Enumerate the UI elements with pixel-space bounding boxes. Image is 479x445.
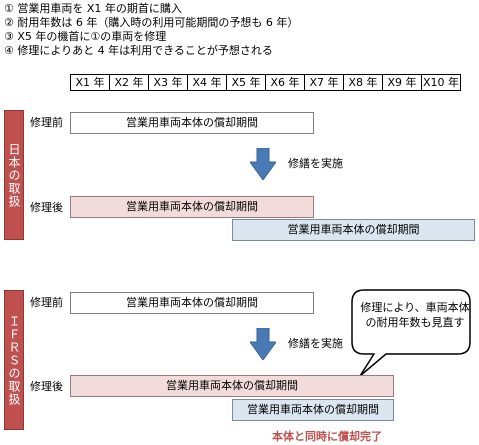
callout-bubble: [351, 289, 471, 377]
japan-down-arrow-icon: [250, 148, 276, 180]
ifrs-side-label-text: ＩＦＲＳの取扱: [7, 314, 21, 406]
year-cell-x9: X9 年: [382, 74, 422, 91]
year-cell-x5: X5 年: [226, 74, 266, 91]
note-1: ① 営業用車両を X1 年の期首に購入: [4, 2, 182, 15]
year-cell-x7: X7 年: [304, 74, 344, 91]
year-cell-x4: X4 年: [187, 74, 227, 91]
note-4: ④ 修理によりあと 4 年は利用できることが予想される: [4, 44, 273, 57]
year-cell-x1: X1 年: [70, 74, 110, 91]
japan-before-label: 修理前: [30, 116, 63, 129]
japan-side-label: 日本の取扱: [4, 110, 24, 240]
ifrs-bar-after-1: 営業用車両本体の償却期間: [70, 375, 394, 397]
japan-bar-before: 営業用車両本体の償却期間: [70, 112, 314, 134]
ifrs-arrow-label: 修繕を実施: [288, 337, 343, 350]
ifrs-bar-before: 営業用車両本体の償却期間: [70, 292, 314, 314]
ifrs-bar-after-2: 営業用車両本体の償却期間: [232, 399, 394, 421]
year-cell-x2: X2 年: [109, 74, 149, 91]
note-2: ② 耐用年数は 6 年（購入時の利用可能期間の予想も 6 年）: [4, 16, 299, 29]
ifrs-after-label: 修理後: [30, 380, 63, 393]
japan-arrow-label: 修繕を実施: [288, 157, 343, 170]
japan-bar-after-1: 営業用車両本体の償却期間: [70, 196, 314, 218]
japan-side-label-text: 日本の取扱: [7, 142, 21, 208]
japan-after-label: 修理後: [30, 201, 63, 214]
callout-text: 修理により、車両本体の耐用年数も見直す: [360, 301, 470, 329]
year-cell-x3: X3 年: [148, 74, 188, 91]
ifrs-side-label: ＩＦＲＳの取扱: [4, 290, 24, 430]
year-cell-x6: X6 年: [265, 74, 305, 91]
year-cell-x10: X10 年: [421, 74, 461, 91]
ifrs-down-arrow-icon: [250, 328, 276, 360]
japan-bar-after-2: 営業用車両本体の償却期間: [232, 219, 475, 241]
year-cell-x8: X8 年: [343, 74, 383, 91]
footer-note: 本体と同時に償却完了: [272, 430, 382, 443]
note-3: ③ X5 年の機首に①の車両を修理: [4, 30, 167, 43]
ifrs-before-label: 修理前: [30, 296, 63, 309]
